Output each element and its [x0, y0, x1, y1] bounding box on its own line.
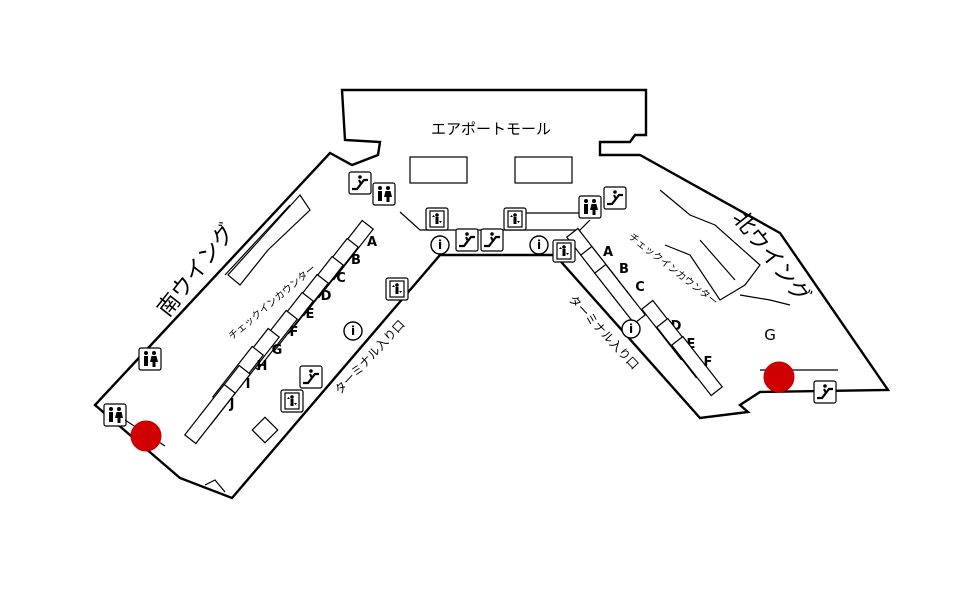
escalator-icon: [347, 170, 373, 196]
north-counter-a-letter: A: [603, 245, 613, 260]
elevator-icon: [385, 277, 409, 301]
escalator-icon: [479, 227, 505, 253]
counter-g-letter: G: [272, 343, 283, 358]
north-checkin-counters: ABC DEF: [565, 227, 724, 397]
elevator-icon: [552, 239, 576, 263]
counter-a-letter: A: [367, 235, 377, 250]
escalator-icon: [298, 364, 324, 390]
escalator-icon: [812, 379, 838, 405]
south-checkin-counters: ABCDEFGHIJK: [183, 219, 377, 445]
north-counter-d-letter: D: [671, 319, 682, 334]
escalator-icon: [602, 185, 628, 211]
north-counter-f-letter: F: [704, 355, 713, 370]
counter-e-letter: E: [306, 307, 315, 322]
svg-text:i: i: [629, 322, 633, 336]
north-counter-c: C: [593, 263, 647, 325]
north-counter-f: F: [670, 335, 724, 397]
info-icon: i: [343, 321, 363, 341]
restroom-icon: [578, 195, 602, 219]
location-pin-south: [130, 420, 162, 452]
north-counter-e-letter: E: [687, 337, 696, 352]
area-g-label: G: [764, 326, 776, 344]
info-icon: i: [621, 319, 641, 339]
elevator-icon: [503, 207, 527, 231]
north-counter-c-letter: C: [635, 280, 645, 295]
counter-j-letter: J: [229, 397, 235, 412]
elevator-icon: [280, 389, 304, 413]
airport-mall: エアポートモール: [93, 88, 891, 500]
elevator-icon: [425, 207, 449, 231]
mall-shop-left: [409, 156, 468, 184]
svg-text:i: i: [537, 238, 541, 252]
info-icon: i: [430, 235, 450, 255]
mall-label: エアポートモール: [431, 120, 551, 138]
counter-d-letter: D: [321, 289, 332, 304]
counter-j: J: [183, 383, 237, 445]
location-markers: [124, 361, 795, 452]
facility-icons: i i i i: [103, 170, 838, 427]
north-counter-b-letter: B: [619, 262, 629, 277]
counter-f-letter: F: [290, 325, 299, 340]
location-pin-north: [763, 361, 795, 393]
counter-i-letter: I: [246, 377, 251, 392]
svg-text:i: i: [438, 238, 442, 252]
mall-shop-right: [514, 156, 573, 184]
counter-k-box: [251, 416, 279, 444]
svg-text:i: i: [351, 324, 355, 338]
restroom-icon: [138, 347, 162, 371]
restroom-icon: [372, 182, 396, 206]
info-icon: i: [529, 235, 549, 255]
escalator-icon: [454, 227, 480, 253]
counter-c-letter: C: [336, 271, 346, 286]
counter-b-letter: B: [351, 253, 361, 268]
counter-h-letter: H: [257, 359, 268, 374]
restroom-icon: [103, 403, 127, 427]
